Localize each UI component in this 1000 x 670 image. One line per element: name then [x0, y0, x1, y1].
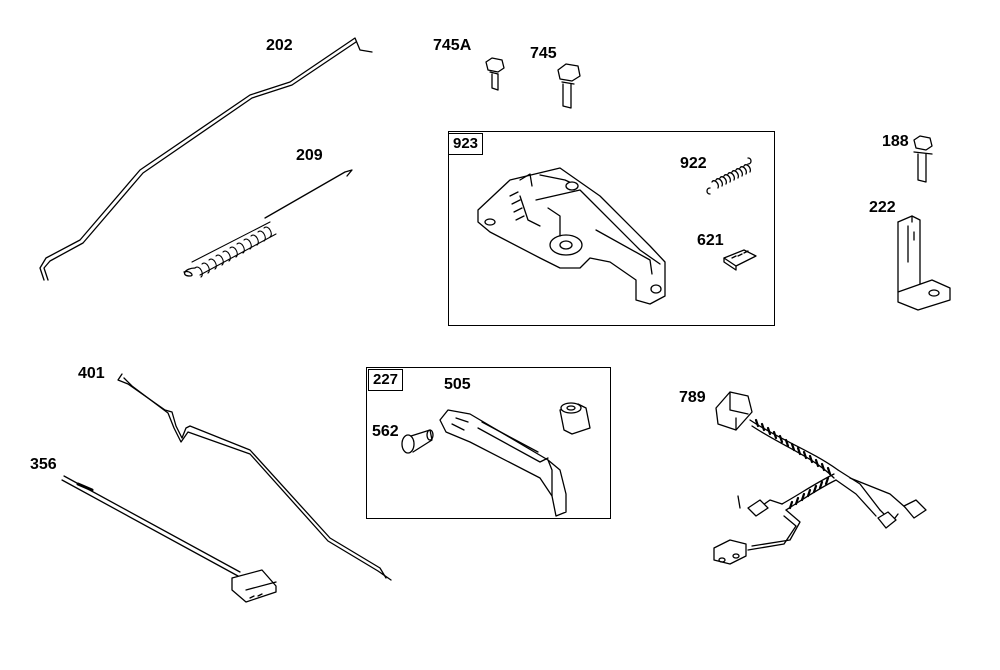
- part-label-209: 209: [296, 147, 323, 164]
- clip-621-drawing: [723, 249, 757, 271]
- bracket-222-drawing: [897, 215, 951, 311]
- spring-922-drawing: [706, 157, 752, 195]
- part-label-621: 621: [697, 232, 724, 249]
- part-label-356: 356: [30, 456, 57, 473]
- part-label-188: 188: [882, 133, 909, 150]
- part-label-745a: 745A: [433, 37, 472, 54]
- cable-356-drawing: [61, 475, 277, 603]
- part-label-789: 789: [679, 389, 706, 406]
- group-label-227: 227: [368, 369, 404, 391]
- group-label-923: 923: [448, 133, 484, 155]
- part-label-505: 505: [444, 376, 471, 393]
- group-box-227: [366, 367, 611, 519]
- group-box-923: [448, 131, 775, 326]
- lever-505-drawing: [439, 409, 567, 517]
- bolt-188-drawing: [913, 135, 933, 183]
- part-label-202: 202: [266, 37, 293, 54]
- part-label-222: 222: [869, 199, 896, 216]
- rod-202-drawing: [39, 37, 373, 281]
- part-label-401: 401: [78, 365, 105, 382]
- part-label-745: 745: [530, 45, 557, 62]
- control-923-drawing: [477, 167, 666, 305]
- bolt-745a-drawing: [485, 57, 505, 91]
- bushing-drawing: [559, 402, 591, 435]
- rod-401-drawing: [117, 373, 392, 581]
- spring-209-drawing: [183, 169, 353, 278]
- harness-789-drawing: [713, 391, 927, 565]
- part-label-562: 562: [372, 423, 399, 440]
- part-label-922: 922: [680, 155, 707, 172]
- pin-562-drawing: [401, 429, 434, 454]
- bolt-745-drawing: [557, 63, 581, 109]
